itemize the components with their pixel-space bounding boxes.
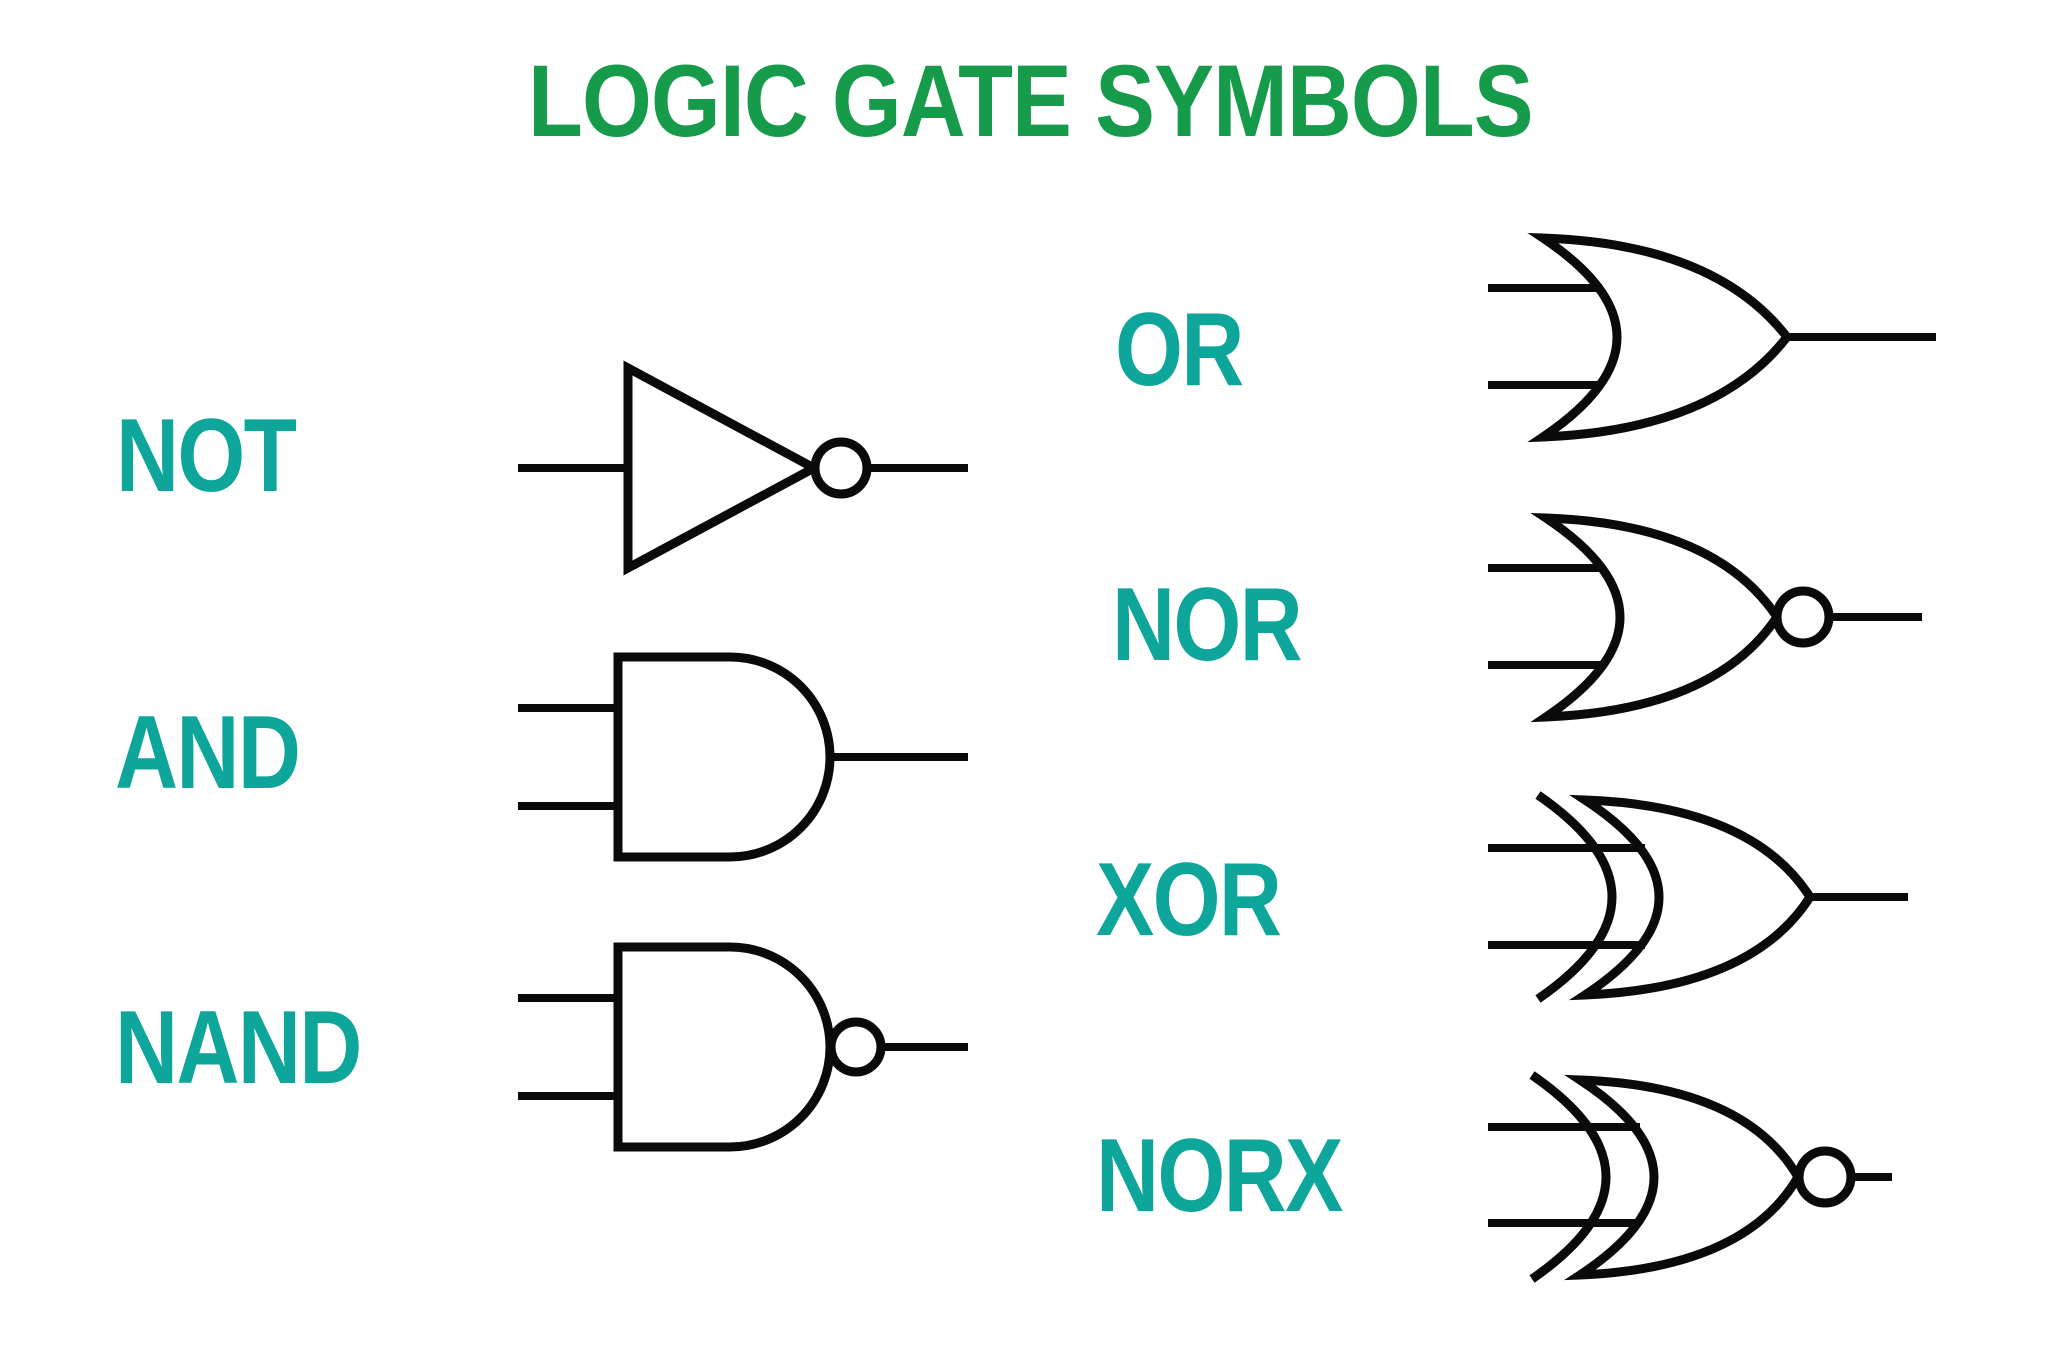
or-gate-icon (1488, 232, 1936, 443)
norx-curved-body (1564, 1074, 1804, 1281)
nor-negation-bubble (1772, 586, 1834, 648)
and-gate-icon (518, 652, 968, 862)
page-title: LOGIC GATE SYMBOLS (528, 44, 1534, 158)
not-gate-icon (518, 360, 968, 576)
xor-gate-label: XOR (1096, 842, 1282, 958)
nand-gate-icon (518, 942, 968, 1152)
not-gate-label: NOT (116, 398, 297, 514)
nand-d-body (613, 942, 835, 1152)
and-gate-label: AND (115, 695, 301, 811)
norx-negation-bubble (1794, 1146, 1856, 1208)
nor-gate-icon (1488, 512, 1922, 723)
and-d-body (613, 652, 835, 862)
norx-gate-label: NORX (1096, 1118, 1343, 1234)
norx-gate-icon (1488, 1071, 1892, 1283)
nand-negation-bubble (826, 1017, 886, 1077)
nand-gate-label: NAND (115, 990, 362, 1106)
not-triangle-body (623, 360, 824, 576)
nor-curved-body (1530, 512, 1783, 723)
not-negation-bubble (810, 437, 872, 499)
xor-curved-body (1569, 794, 1816, 1001)
or-gate-label: OR (1115, 292, 1244, 408)
norx-extra-back-arc (1529, 1071, 1611, 1283)
nor-gate-label: NOR (1112, 567, 1303, 683)
xor-extra-back-arc (1535, 791, 1617, 1003)
xor-gate-icon (1488, 791, 1908, 1003)
or-curved-body (1527, 232, 1793, 443)
